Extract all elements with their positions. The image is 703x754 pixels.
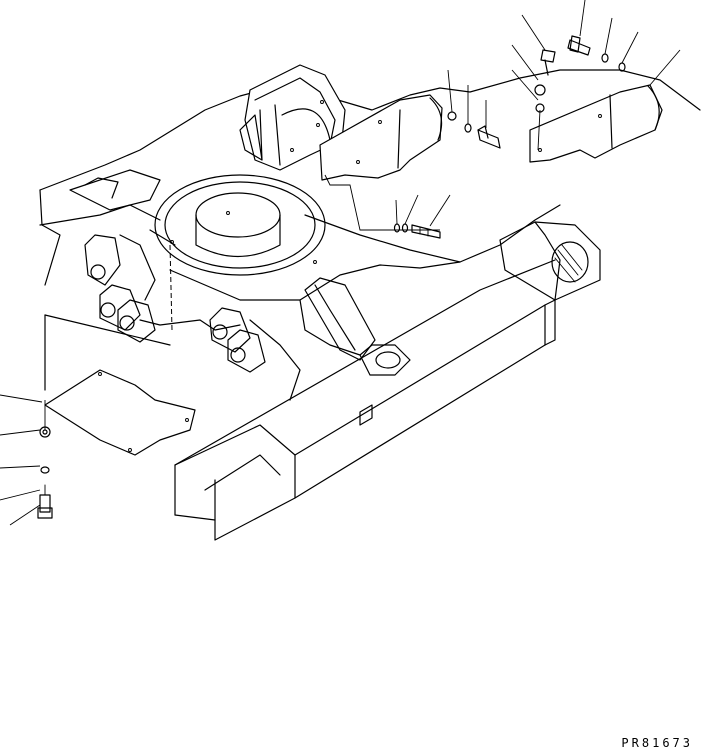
cover-plate-right	[529, 84, 663, 163]
right-beam	[174, 259, 556, 541]
cover-plate-center	[319, 94, 443, 181]
fasteners	[37, 35, 626, 519]
callout-leaders	[0, 0, 681, 526]
idler-end	[499, 221, 601, 301]
cover-plate-left	[44, 314, 196, 456]
left-brackets	[84, 234, 266, 373]
swing-circle	[154, 174, 326, 276]
drawing-code: PR81673	[621, 736, 693, 750]
main-frame	[39, 69, 701, 401]
assembly-lines	[44, 109, 541, 430]
center-bracket	[304, 277, 411, 376]
